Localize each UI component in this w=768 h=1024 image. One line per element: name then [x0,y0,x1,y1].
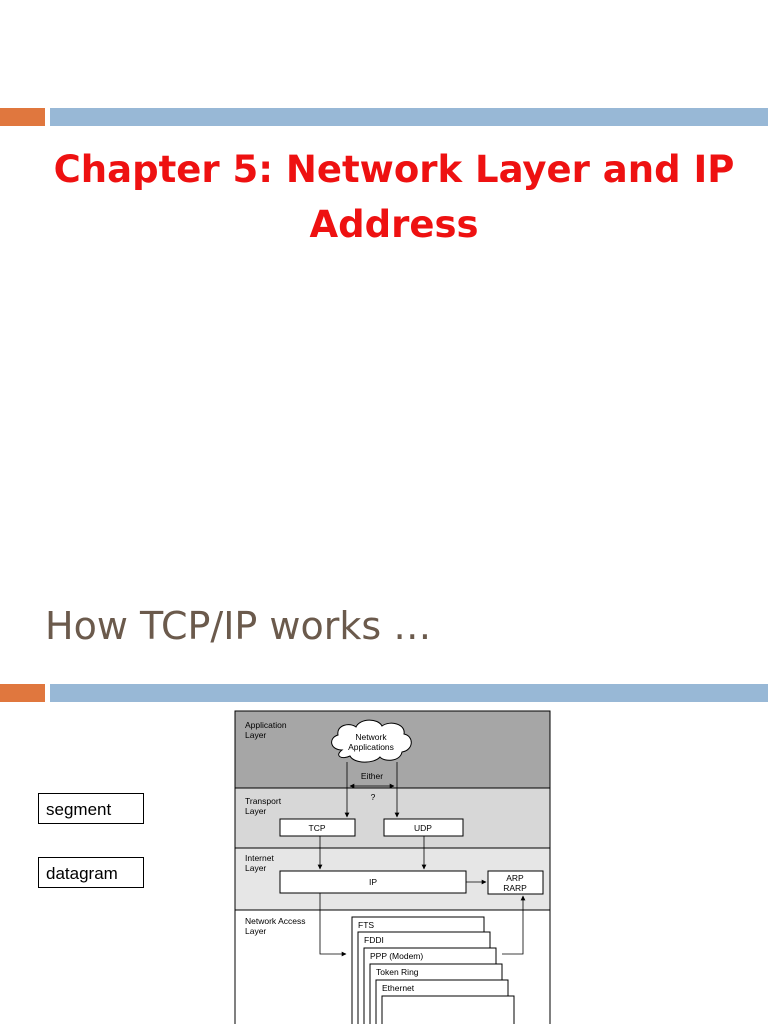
network-access-label-1: Network Access [245,916,305,926]
either-label: Either [361,771,383,781]
tcp-label: TCP [309,823,326,833]
transport-layer-band [234,787,551,849]
header-accent-orange [0,108,45,126]
cloud-text-line-1: Network [355,732,387,742]
internet-layer-label-2: Layer [245,863,266,873]
arrow-network-access-to-arp [502,895,526,955]
udp-label: UDP [414,823,432,833]
udp-box [383,818,464,837]
segment-label: segment [38,793,144,824]
stack-label-ethernet: Ethernet [382,983,415,993]
stack-label-ppp: PPP (Modem) [370,951,423,961]
transport-layer-label-1: Transport [245,796,282,806]
slide-1: Chapter 5: Network Layer and IP Address [0,108,768,246]
arp-rarp-box [487,870,544,895]
tcp-box [279,818,356,837]
slide-2-title: How TCP/IP works … [45,604,432,648]
stack-label-token-ring: Token Ring [376,967,419,977]
datagram-label: datagram [38,857,144,888]
network-access-label-2: Layer [245,926,266,936]
transport-layer-label-2: Layer [245,806,266,816]
cloud-text-line-2: Applications [348,742,394,752]
question-mark: ? [371,792,376,802]
tcpip-layer-diagram: Application Layer Transport Layer Intern… [234,710,552,1024]
stack-label-fts: FTS [358,920,374,930]
application-layer-label-1: Application [245,720,287,730]
application-layer-label-2: Layer [245,730,266,740]
internet-layer-label-1: Internet [245,853,274,863]
arrow-ip-to-network-access [319,893,347,957]
slide-2-accent-blue [50,684,768,702]
arp-label: ARP [506,873,524,883]
slide-2-accent-orange [0,684,45,702]
header-accent-blue [50,108,768,126]
stack-label-fddi: FDDI [364,935,384,945]
stack-box-bottom [381,995,515,1024]
slide-1-title: Chapter 5: Network Layer and IP Address [53,148,735,246]
ip-label: IP [369,877,377,887]
network-applications-cloud [331,719,412,763]
rarp-label: RARP [503,883,527,893]
